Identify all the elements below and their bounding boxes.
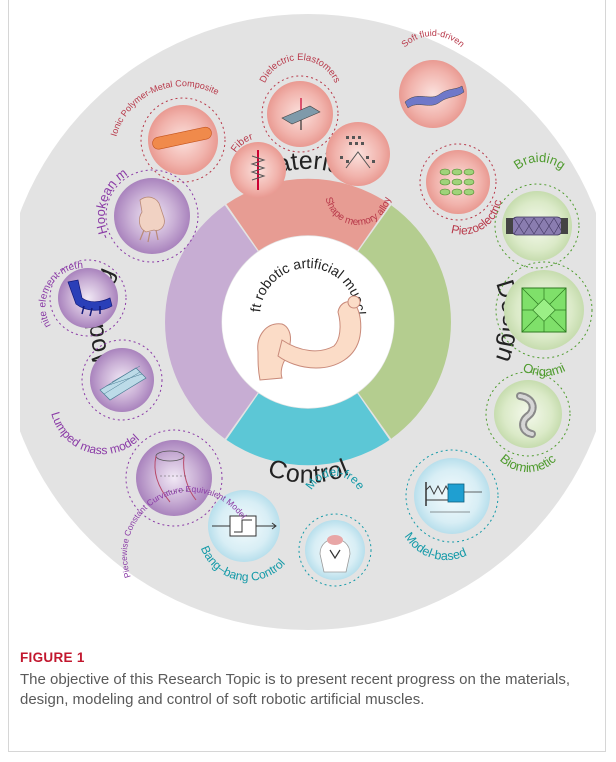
origami-item: Origami [495,261,593,379]
concept-diagram: Materials Design Control Modeling Soft r… [20,6,596,630]
ring-design-segment [358,205,451,439]
piezoelectric-item: Piezoelectric [419,143,505,238]
origami-label: Origami [521,360,567,379]
braiding-label: Braiding [511,150,569,173]
ring-materials-segment [226,178,390,251]
ring-control-segment [226,393,390,466]
figure-label: FIGURE 1 [20,650,85,665]
biomimetic-item: Biomimetic [485,371,571,475]
fiber-item: Fiber [229,131,286,198]
arm-illustration [257,295,362,381]
figure-caption: The objective of this Research Topic is … [20,671,570,708]
braiding-item: Braiding [494,150,580,269]
ring-modeling-segment [165,205,258,439]
